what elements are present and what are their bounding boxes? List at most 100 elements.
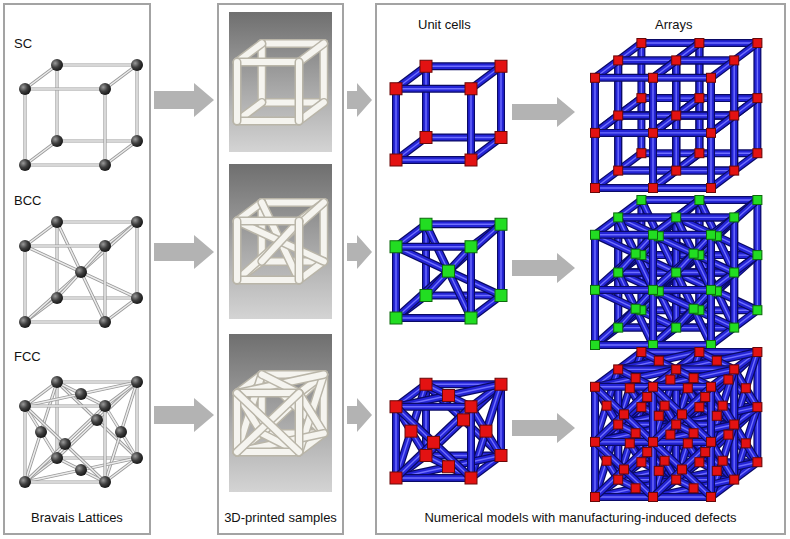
model-strut — [676, 290, 711, 328]
defect-node — [707, 382, 716, 391]
model-strut — [498, 66, 504, 137]
defect-node — [689, 249, 698, 258]
model-strut — [734, 116, 735, 171]
model-strut — [615, 60, 621, 115]
model-strut — [653, 387, 711, 442]
model-strut — [649, 235, 657, 290]
model-strut — [734, 60, 735, 115]
model-strut — [396, 407, 471, 478]
model-strut — [650, 235, 656, 290]
model-strut — [392, 407, 400, 478]
model-strut — [653, 344, 711, 345]
model-strut — [676, 116, 677, 171]
defect-node — [495, 450, 507, 462]
model-strut — [652, 387, 653, 442]
defect-node — [730, 365, 739, 374]
atom-ball — [99, 83, 111, 95]
defect-node — [637, 149, 646, 158]
model-strut — [396, 407, 471, 478]
defect-node — [420, 290, 432, 302]
model-strut — [707, 290, 715, 345]
atom-ball — [19, 400, 31, 412]
model-strut — [592, 442, 598, 497]
model-strut — [396, 477, 471, 478]
model-strut — [676, 235, 711, 273]
model-strut — [396, 406, 471, 407]
model-figure — [591, 39, 762, 193]
defect-node — [420, 378, 432, 390]
model-strut — [672, 60, 680, 115]
model-strut — [393, 89, 399, 160]
bond-stick — [25, 320, 105, 323]
defect-node — [443, 390, 455, 402]
model-strut — [649, 133, 657, 188]
bond-stick — [103, 89, 106, 165]
model-strut — [594, 78, 595, 133]
model-strut — [753, 255, 761, 310]
model-strut — [695, 43, 703, 98]
defect-node — [660, 401, 669, 410]
defect-node — [672, 166, 681, 175]
defect-node — [701, 392, 710, 401]
atom-ball — [99, 159, 111, 171]
model-strut — [618, 235, 653, 273]
model-strut — [618, 170, 676, 171]
model-strut — [697, 98, 703, 153]
model-strut — [653, 217, 734, 290]
model-strut — [396, 224, 501, 318]
atom-ball — [131, 452, 143, 464]
model-strut — [707, 235, 715, 290]
model-strut — [641, 43, 642, 98]
model-strut — [753, 43, 761, 98]
bond-stick — [57, 246, 105, 298]
printed-strut — [321, 203, 327, 262]
model-strut — [710, 133, 711, 188]
model-strut — [396, 315, 471, 321]
defect-node — [390, 312, 402, 324]
model-strut — [650, 133, 656, 188]
model-strut — [653, 290, 734, 328]
model-strut — [594, 290, 595, 345]
defect-node — [591, 437, 600, 446]
model-strut — [595, 387, 653, 442]
model-strut — [708, 290, 714, 345]
model-strut — [672, 116, 680, 171]
model-strut — [734, 217, 735, 272]
model-strut — [618, 290, 653, 328]
model-strut — [618, 115, 676, 116]
atom-ball — [51, 292, 63, 304]
bond-stick — [25, 245, 105, 247]
printed-strut — [233, 221, 242, 280]
model-strut — [618, 115, 676, 116]
defect-node — [707, 128, 716, 137]
model-figure — [390, 60, 507, 166]
defect-node — [649, 382, 658, 391]
model-strut — [618, 115, 676, 116]
bond-stick — [105, 141, 137, 165]
model-strut — [595, 231, 653, 239]
defect-node — [701, 448, 710, 457]
model-strut — [731, 217, 737, 272]
model-strut — [673, 60, 679, 115]
block-arrow — [347, 235, 372, 269]
defect-node — [390, 154, 402, 166]
bond-stick — [25, 88, 105, 90]
model-strut — [591, 290, 599, 345]
model-strut — [396, 156, 471, 164]
model-strut — [697, 43, 703, 98]
atom-ball — [51, 216, 63, 228]
bond-stick — [25, 222, 57, 246]
defect-node — [678, 465, 687, 474]
defect-node — [390, 401, 402, 413]
printed-strut — [299, 44, 324, 63]
model-strut — [730, 273, 738, 328]
model-strut — [672, 116, 680, 171]
block-arrow — [154, 83, 214, 117]
defect-node — [741, 439, 750, 448]
defect-node — [753, 39, 762, 48]
model-strut — [595, 387, 653, 442]
model-figure — [390, 378, 507, 484]
defect-node — [591, 73, 600, 82]
model-strut — [497, 224, 505, 295]
model-strut — [396, 474, 471, 482]
